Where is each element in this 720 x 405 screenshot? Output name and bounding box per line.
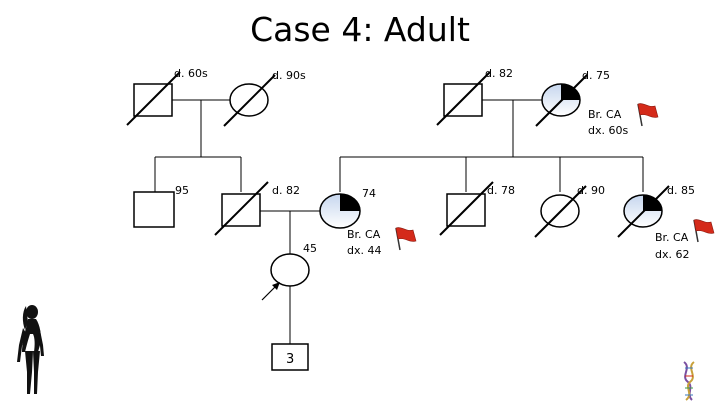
label-mother: 74 <box>362 187 376 200</box>
label-paternal-grandmother: d. 90s <box>272 69 306 82</box>
dx-maternal-aunt-2-line1: Br. CA <box>655 231 689 244</box>
label-proband: 45 <box>303 242 317 255</box>
maternal-aunt-1 <box>534 185 587 238</box>
label-father: d. 82 <box>272 184 300 197</box>
maternal-grandfather <box>436 71 491 126</box>
red-flag-icon <box>395 227 417 251</box>
woman-silhouette-icon <box>17 305 44 394</box>
children <box>271 343 309 371</box>
label-maternal-aunt-1: d. 90 <box>577 184 605 197</box>
paternal-grandfather <box>126 71 181 126</box>
dx-maternal-aunt-2-line2: dx. 62 <box>655 248 689 261</box>
slide-title: Case 4: Adult <box>250 10 470 49</box>
pedigree-lines <box>154 99 644 344</box>
proband-arrow-icon <box>261 282 280 301</box>
label-children-count: 3 <box>286 352 294 367</box>
dna-logo-icon <box>683 361 695 401</box>
label-paternal-uncle: 95 <box>175 184 189 197</box>
maternal-grandmother <box>535 74 588 127</box>
maternal-aunt-2 <box>617 185 670 238</box>
label-maternal-aunt-2: d. 85 <box>667 184 695 197</box>
maternal-uncle <box>439 181 494 236</box>
father <box>214 181 269 236</box>
proband <box>270 253 310 287</box>
red-flag-icon <box>693 219 715 243</box>
dx-mother-line1: Br. CA <box>347 228 381 241</box>
label-paternal-grandfather: d. 60s <box>174 67 208 80</box>
paternal-uncle <box>133 191 175 228</box>
paternal-grandmother <box>223 74 276 127</box>
red-flag-icon <box>637 103 659 127</box>
mother <box>319 193 361 229</box>
label-maternal-uncle: d. 78 <box>487 184 515 197</box>
dx-mother-line2: dx. 44 <box>347 244 381 257</box>
label-maternal-grandfather: d. 82 <box>485 67 513 80</box>
dx-maternal-grandmother-line2: dx. 60s <box>588 124 628 137</box>
dx-maternal-grandmother-line1: Br. CA <box>588 108 622 121</box>
label-maternal-grandmother: d. 75 <box>582 69 610 82</box>
